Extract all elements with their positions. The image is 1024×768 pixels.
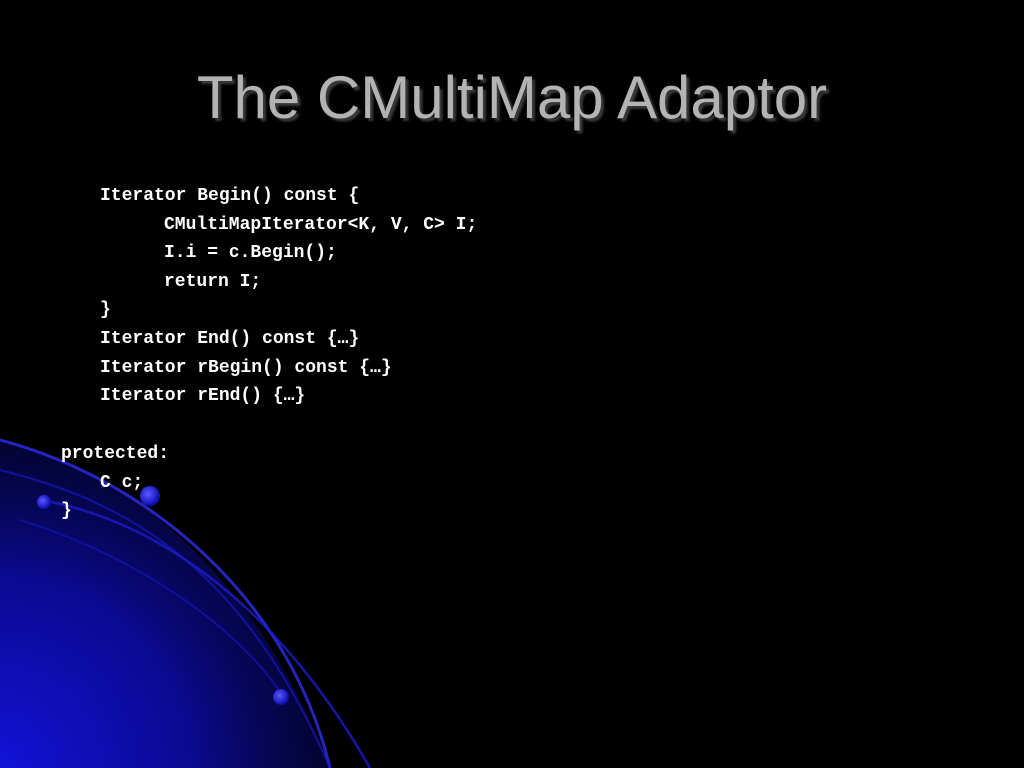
orb-icon — [273, 689, 289, 705]
code-line: I.i = c.Begin(); — [164, 243, 337, 263]
code-line: CMultiMapIterator<K, V, C> I; — [164, 215, 478, 235]
code-line: C c; — [100, 473, 144, 493]
code-line: Iterator End() const {…} — [100, 329, 360, 349]
code-line: protected: — [61, 444, 170, 464]
orb-icon — [37, 495, 51, 509]
code-line: return I; — [164, 272, 262, 292]
code-line: Iterator Begin() const { — [100, 186, 360, 206]
slide-title: The CMultiMap Adaptor — [196, 64, 828, 131]
code-line: Iterator rEnd() {…} — [100, 386, 306, 406]
code-line: Iterator rBegin() const {…} — [100, 358, 392, 378]
code-line: } — [100, 300, 111, 320]
orb-icon — [140, 486, 160, 506]
code-line: } — [61, 501, 72, 521]
